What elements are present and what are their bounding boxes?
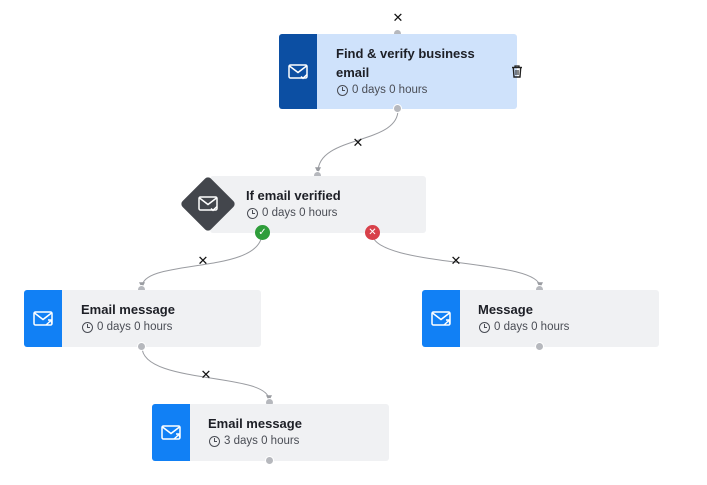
node-email-message-2[interactable]: Email message 3 days 0 hours: [152, 404, 389, 461]
remove-trigger-button[interactable]: ✕: [392, 10, 404, 25]
mail-send-icon: [431, 310, 451, 326]
branch-yes-port[interactable]: ✓: [255, 225, 270, 240]
mail-send-icon: [33, 310, 53, 326]
node-title: Message: [478, 302, 533, 317]
output-port[interactable]: [393, 104, 402, 113]
node-find-verify-email[interactable]: Find & verify business email 0 days 0 ho…: [279, 34, 522, 109]
node-delay-text: 0 days 0 hours: [97, 321, 173, 333]
node-icon-box: [24, 290, 62, 347]
clock-icon: [209, 435, 220, 447]
node-if-email-verified[interactable]: If email verified 0 days 0 hours: [210, 176, 426, 233]
clock-icon: [82, 321, 93, 333]
node-message[interactable]: Message 0 days 0 hours: [422, 290, 659, 347]
node-icon-box: [422, 290, 460, 347]
clock-icon: [337, 84, 348, 96]
node-title: Email message: [81, 302, 175, 317]
clock-icon: [479, 321, 490, 333]
node-delay: 0 days 0 hours: [479, 321, 569, 333]
remove-edge-button[interactable]: ✕: [197, 253, 209, 268]
node-delay: 0 days 0 hours: [247, 207, 337, 219]
output-port[interactable]: [137, 342, 146, 351]
node-delay-text: 0 days 0 hours: [352, 84, 428, 96]
delete-node-button[interactable]: [510, 64, 524, 78]
node-title: Find & verify business email: [336, 46, 475, 80]
mail-check-icon: [288, 63, 308, 79]
node-delay: 0 days 0 hours: [82, 321, 172, 333]
node-title: If email verified: [246, 188, 341, 203]
node-delay-text: 3 days 0 hours: [224, 435, 300, 447]
node-delay: 3 days 0 hours: [209, 435, 299, 447]
node-icon-box: [279, 34, 317, 109]
mail-check-icon: [198, 196, 218, 212]
output-port[interactable]: [265, 456, 274, 465]
remove-edge-button[interactable]: ✕: [450, 253, 462, 268]
mail-send-icon: [161, 424, 181, 440]
node-delay-text: 0 days 0 hours: [494, 321, 570, 333]
node-delay: 0 days 0 hours: [337, 84, 427, 96]
trash-icon: [512, 65, 522, 78]
node-delay-text: 0 days 0 hours: [262, 207, 338, 219]
clock-icon: [247, 207, 258, 219]
node-email-message-1[interactable]: Email message 0 days 0 hours: [24, 290, 261, 347]
node-icon-box: [152, 404, 190, 461]
remove-edge-button[interactable]: ✕: [352, 135, 364, 150]
node-title: Email message: [208, 416, 302, 431]
remove-edge-button[interactable]: ✕: [200, 367, 212, 382]
output-port[interactable]: [535, 342, 544, 351]
branch-no-port[interactable]: ✕: [365, 225, 380, 240]
condition-icon-wrap: [188, 184, 228, 224]
